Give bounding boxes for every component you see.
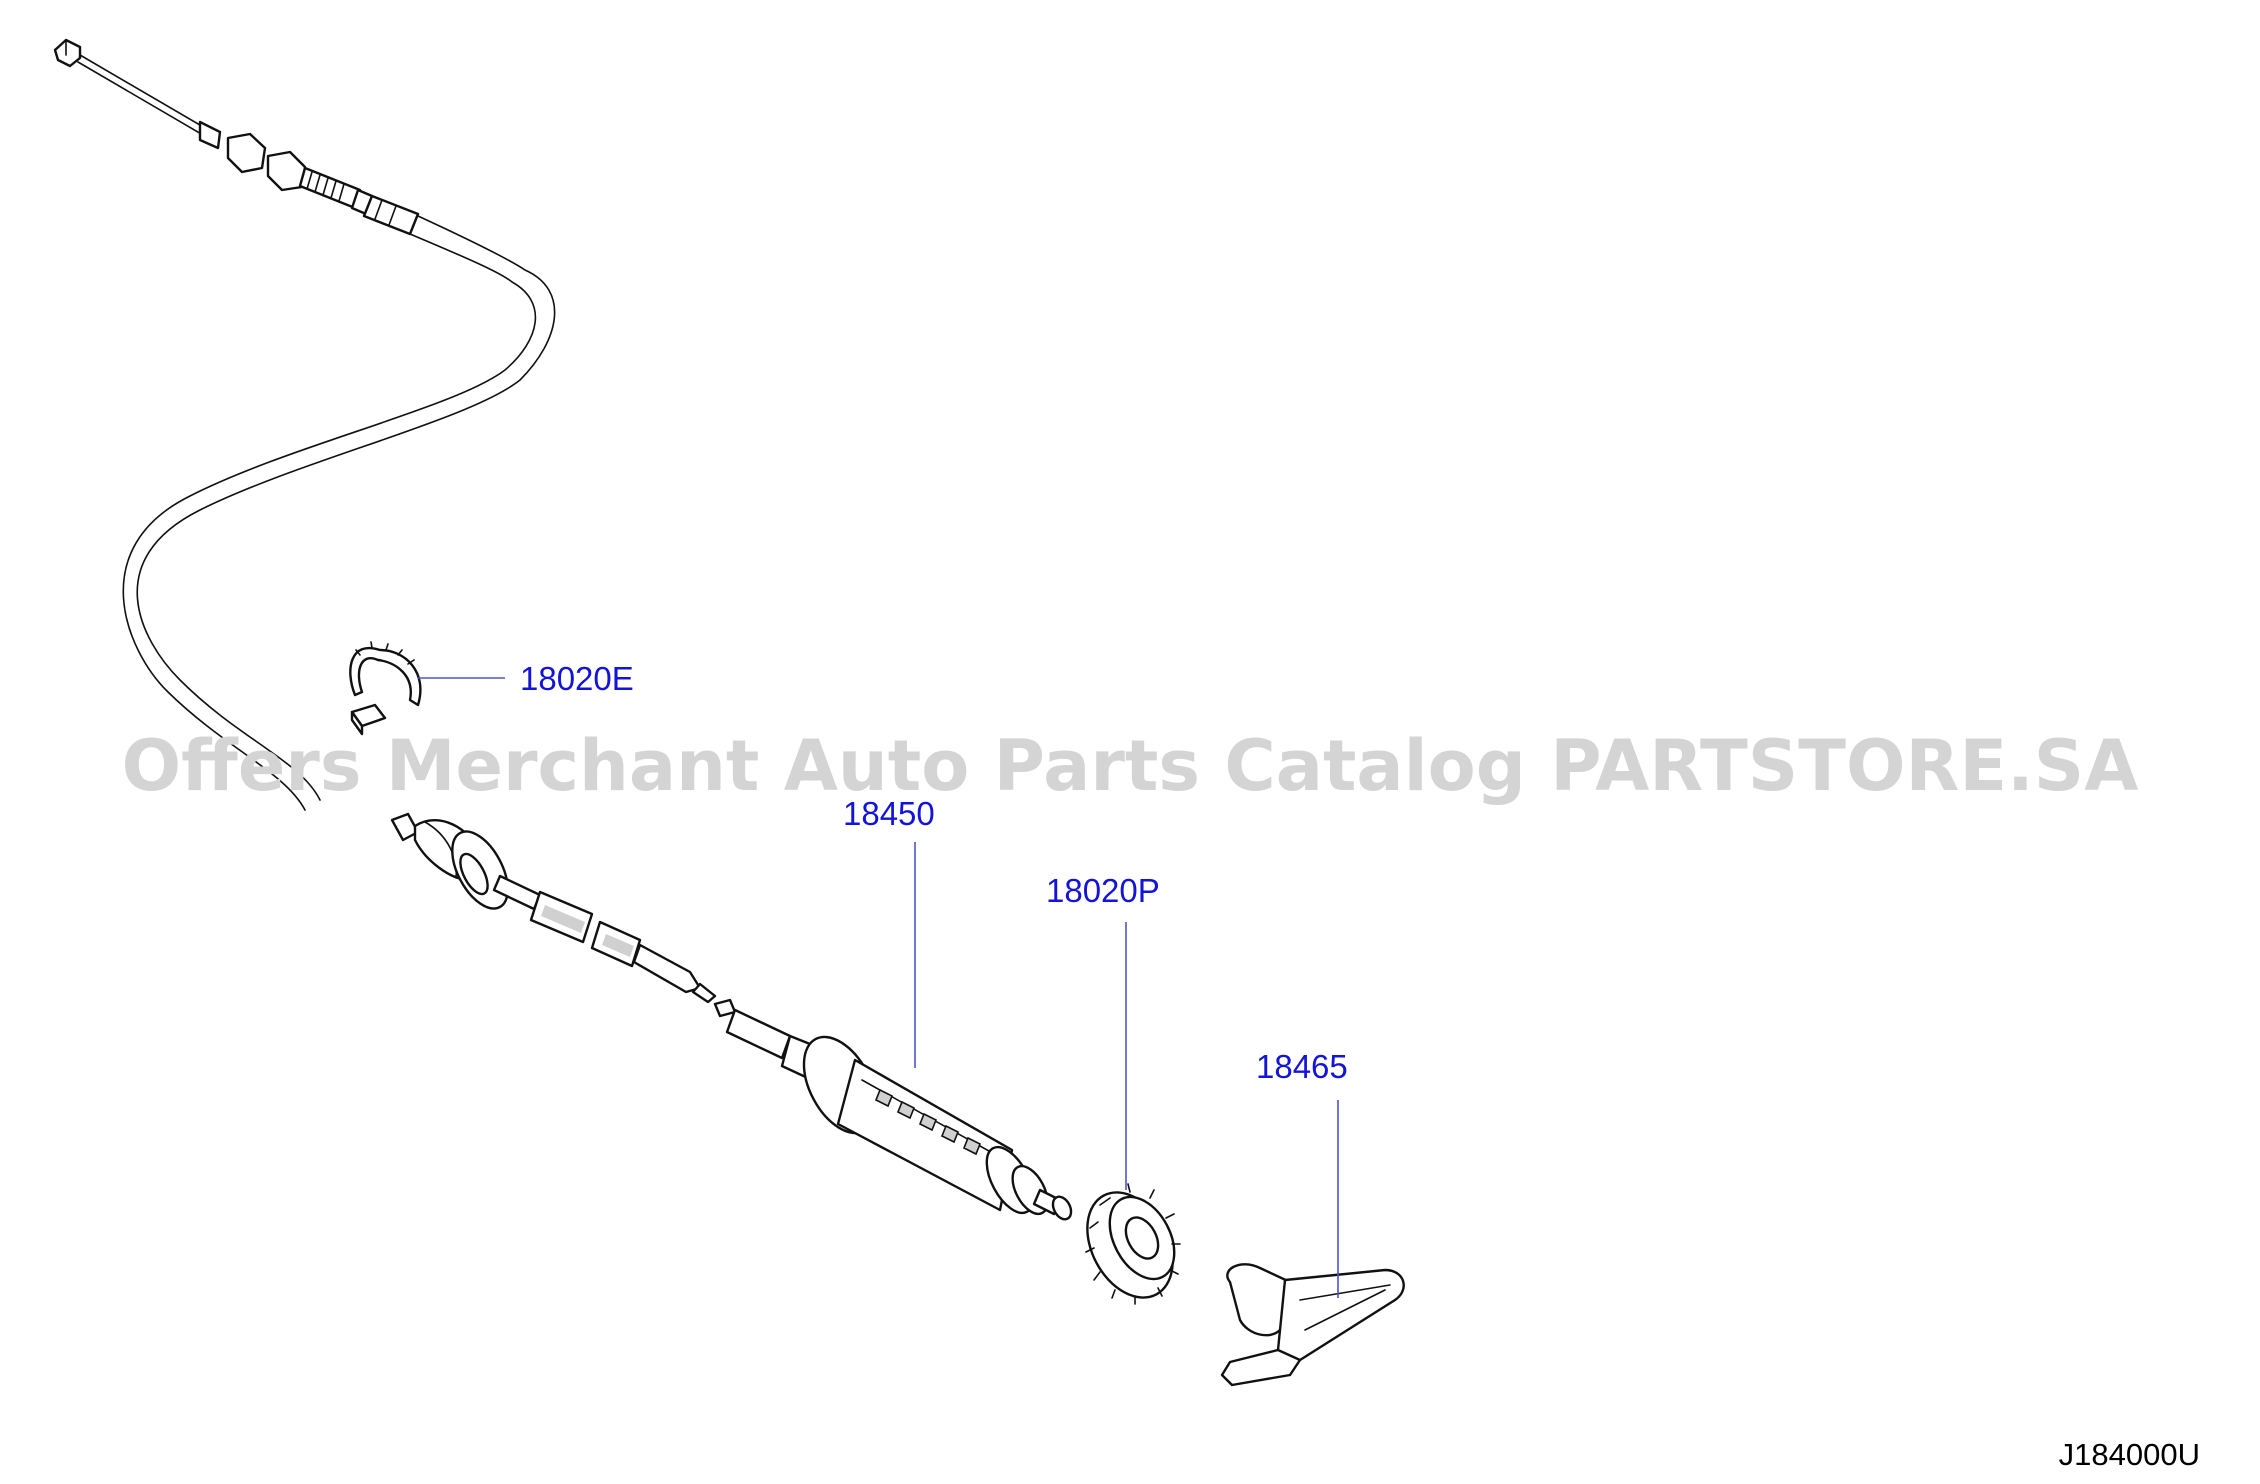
cable-assembly-part[interactable]	[713, 998, 1075, 1222]
callout-18020P[interactable]: 18020P	[1046, 872, 1160, 909]
callout-18450[interactable]: 18450	[843, 795, 935, 832]
watermark-text: Offers Merchant Auto Parts Catalog PARTS…	[122, 725, 2139, 807]
clamp-part[interactable]	[349, 641, 422, 736]
diagram-code: J184000U	[2059, 1437, 2200, 1472]
callout-18465[interactable]: 18465	[1256, 1048, 1348, 1085]
lock-nut-part[interactable]	[1070, 1178, 1190, 1313]
cable-drawing	[53, 38, 556, 811]
cable-end-drawing	[390, 812, 717, 1004]
callout-18020E[interactable]: 18020E	[520, 660, 634, 697]
knob-part[interactable]	[1220, 1263, 1405, 1387]
